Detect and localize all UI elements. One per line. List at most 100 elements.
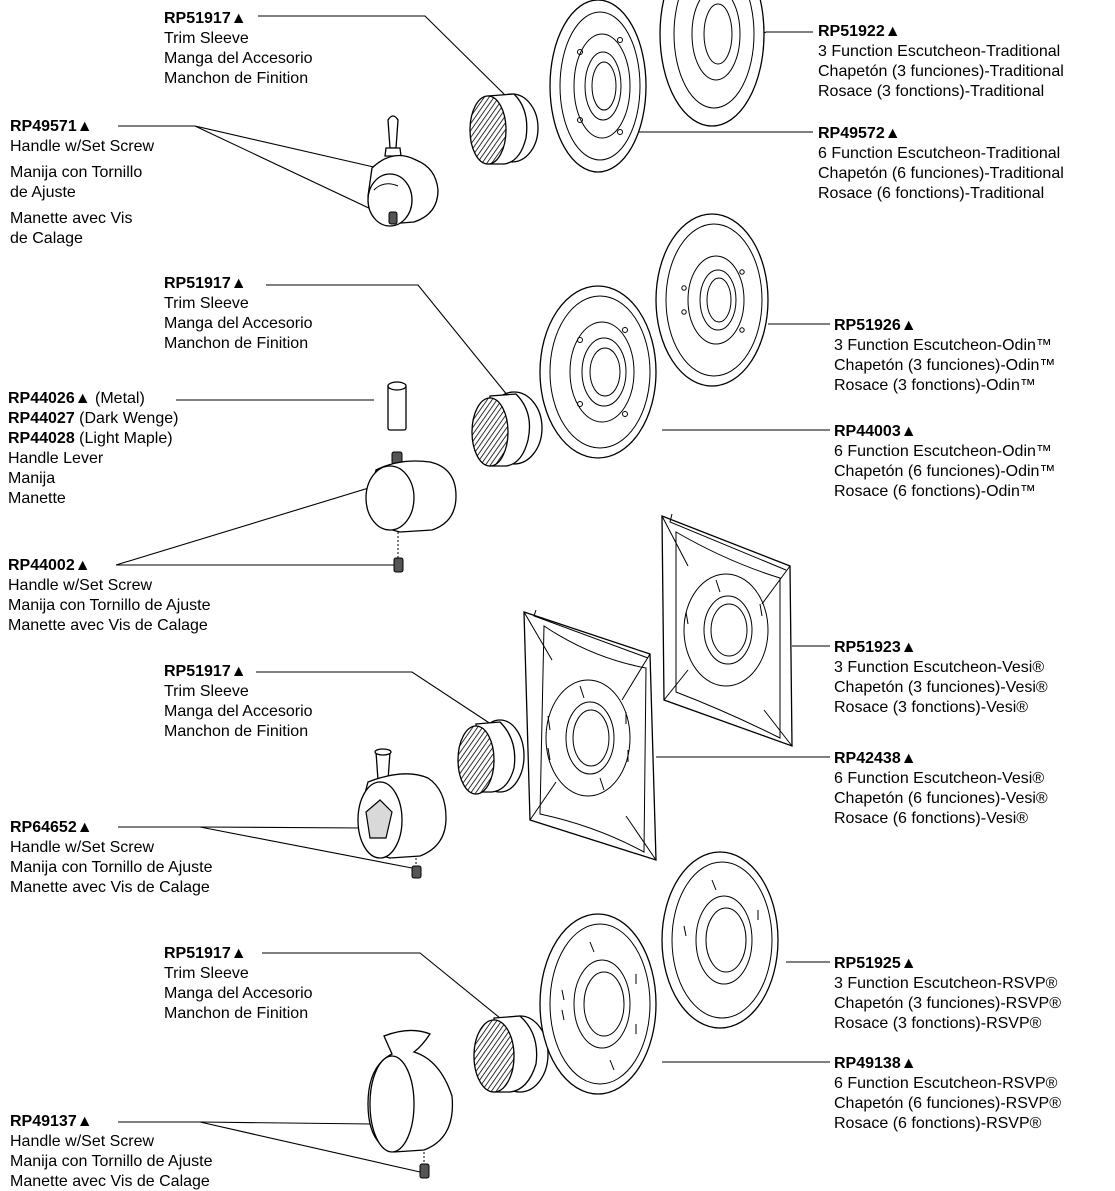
description-es: Manija con Tornillo de Ajuste: [8, 597, 211, 614]
description-es: Manga del Accesorio: [164, 315, 313, 332]
description-fr: Manette avec Vis de Calage: [10, 1173, 210, 1190]
label-escutcheon-6-traditional: RP49572▲ 6 Function Escutcheon-Tradition…: [818, 124, 1064, 204]
label-handle-vesi: RP64652▲ Handle w/Set Screw Manija con T…: [10, 818, 213, 898]
description-es: Chapetón (3 funciones)-RSVP®: [834, 995, 1062, 1012]
part-number: RP51922▲: [818, 23, 901, 40]
description-es: Manga del Accesorio: [164, 703, 313, 720]
label-escutcheon-3-rsvp: RP51925▲ 3 Function Escutcheon-RSVP® Cha…: [834, 954, 1061, 1034]
description-en: Handle w/Set Screw: [10, 138, 155, 155]
description-en: Trim Sleeve: [164, 965, 249, 982]
description-en: Handle w/Set Screw: [10, 1133, 155, 1150]
part-number: RP51917▲: [164, 945, 247, 962]
trim-sleeve-2-drawing: [471, 391, 543, 467]
section-traditional: [118, 0, 813, 227]
handle-lever-drawing: [387, 381, 407, 431]
part-number: RP51925▲: [834, 955, 917, 972]
part-number: RP49137▲: [10, 1113, 93, 1130]
escutcheon-3-vesi-drawing: [661, 513, 793, 747]
label-escutcheon-6-odin: RP44003▲ 6 Function Escutcheon-Odin™ Cha…: [834, 422, 1055, 502]
part-number: RP51926▲: [834, 317, 917, 334]
description-fr: Rosace (3 fonctions)-RSVP®: [834, 1015, 1042, 1032]
description-es-cont: de Ajuste: [10, 184, 76, 201]
description-fr: Manette avec Vis de Calage: [8, 617, 208, 634]
description-en: Trim Sleeve: [164, 295, 249, 312]
description-fr: Rosace (6 fonctions)-Odin™: [834, 483, 1036, 500]
escutcheon-6-rsvp-drawing: [539, 913, 657, 1095]
description-fr: Manette: [8, 490, 66, 507]
part-number: RP44002▲: [8, 557, 91, 574]
description-es: Manga del Accesorio: [164, 50, 313, 67]
leader-handle-4b: [199, 1121, 421, 1173]
part-number: RP44027: [8, 410, 75, 427]
variant-note: (Metal): [90, 390, 145, 407]
description-es: Chapetón (3 funciones)-Traditional: [818, 63, 1064, 80]
section-odin: [115, 213, 830, 573]
escutcheon-6-vesi-drawing: [523, 609, 657, 861]
description-fr: Rosace (3 fonctions)-Vesi®: [834, 699, 1029, 716]
description-en: Handle w/Set Screw: [10, 839, 155, 856]
part-number: RP51917▲: [164, 663, 247, 680]
trim-sleeve-3-drawing: [457, 719, 525, 795]
description-en: 3 Function Escutcheon-Vesi®: [834, 659, 1045, 676]
section-vesi: [118, 513, 830, 879]
description-fr: Manchon de Finition: [164, 335, 309, 352]
label-escutcheon-3-vesi: RP51923▲ 3 Function Escutcheon-Vesi® Cha…: [834, 638, 1048, 718]
leader-trim-sleeve-4: [262, 952, 501, 1019]
leader-handle-1b: [194, 125, 391, 219]
description-fr: Manchon de Finition: [164, 723, 309, 740]
label-escutcheon-3-odin: RP51926▲ 3 Function Escutcheon-Odin™ Cha…: [834, 316, 1055, 396]
description-fr: Rosace (3 fonctions)-Traditional: [818, 83, 1045, 100]
description-fr: Rosace (6 fonctions)-RSVP®: [834, 1115, 1042, 1132]
part-number: RP51923▲: [834, 639, 917, 656]
description-es: Chapetón (6 funciones)-RSVP®: [834, 1095, 1062, 1112]
handle-traditional-drawing: [367, 115, 439, 227]
description-es: Manija con Tornillo: [10, 164, 143, 181]
leader-handle-2a: [115, 479, 396, 566]
description-fr: Rosace (6 fonctions)-Traditional: [818, 185, 1045, 202]
description-es: Manija con Tornillo de Ajuste: [10, 859, 213, 876]
label-escutcheon-6-vesi: RP42438▲ 6 Function Escutcheon-Vesi® Cha…: [834, 749, 1048, 829]
trim-sleeve-4-drawing: [473, 1015, 549, 1093]
section-rsvp: [118, 851, 830, 1179]
leader-handle-1a: [118, 125, 379, 169]
description-es: Chapetón (6 funciones)-Odin™: [834, 463, 1056, 480]
label-trim-sleeve-1: RP51917▲ Trim Sleeve Manga del Accesorio…: [164, 9, 313, 89]
part-number: RP51917▲: [164, 10, 247, 27]
escutcheon-6-traditional-drawing: [549, 0, 647, 173]
description-en: 3 Function Escutcheon-Traditional: [818, 43, 1061, 60]
handle-vesi-drawing: [357, 748, 447, 879]
label-escutcheon-6-rsvp: RP49138▲ 6 Function Escutcheon-RSVP® Cha…: [834, 1054, 1061, 1134]
description-es: Manija: [8, 470, 56, 487]
description-en: 6 Function Escutcheon-RSVP®: [834, 1075, 1058, 1092]
description-fr: Manette avec Vis: [10, 210, 133, 227]
escutcheon-3-rsvp-drawing: [661, 851, 779, 1029]
description-es: Chapetón (3 funciones)-Vesi®: [834, 679, 1048, 696]
escutcheon-6-odin-drawing: [539, 285, 657, 459]
label-handle-lever: RP44026▲ (Metal) RP44027 (Dark Wenge) RP…: [8, 389, 178, 509]
variant-light-maple: RP44028 (Light Maple): [8, 429, 178, 449]
description-en: 3 Function Escutcheon-Odin™: [834, 337, 1052, 354]
description-en: Trim Sleeve: [164, 683, 249, 700]
description-es: Manga del Accesorio: [164, 985, 313, 1002]
part-number: RP51917▲: [164, 275, 247, 292]
leader-handle-3b: [199, 826, 413, 869]
label-handle-traditional: RP49571▲ Handle w/Set Screw Manija con T…: [10, 117, 154, 249]
part-number: RP49571▲: [10, 118, 93, 135]
description-en: 3 Function Escutcheon-RSVP®: [834, 975, 1058, 992]
part-number: RP44028: [8, 430, 75, 447]
label-handle-rsvp: RP49137▲ Handle w/Set Screw Manija con T…: [10, 1112, 213, 1191]
variant-metal: RP44026▲ (Metal): [8, 389, 178, 409]
description-es: Manija con Tornillo de Ajuste: [10, 1153, 213, 1170]
part-number: RP42438▲: [834, 750, 917, 767]
part-number: RP44003▲: [834, 423, 917, 440]
description-fr: Manette avec Vis de Calage: [10, 879, 210, 896]
trim-sleeve-1-drawing: [469, 93, 539, 165]
escutcheon-3-odin-drawing: [655, 213, 769, 387]
escutcheon-3-traditional-drawing: [659, 0, 765, 127]
part-number: RP49138▲: [834, 1055, 917, 1072]
description-en: Handle w/Set Screw: [8, 577, 153, 594]
description-es: Chapetón (6 funciones)-Vesi®: [834, 790, 1048, 807]
description-fr: Manchon de Finition: [164, 1005, 309, 1022]
description-en: Trim Sleeve: [164, 30, 249, 47]
